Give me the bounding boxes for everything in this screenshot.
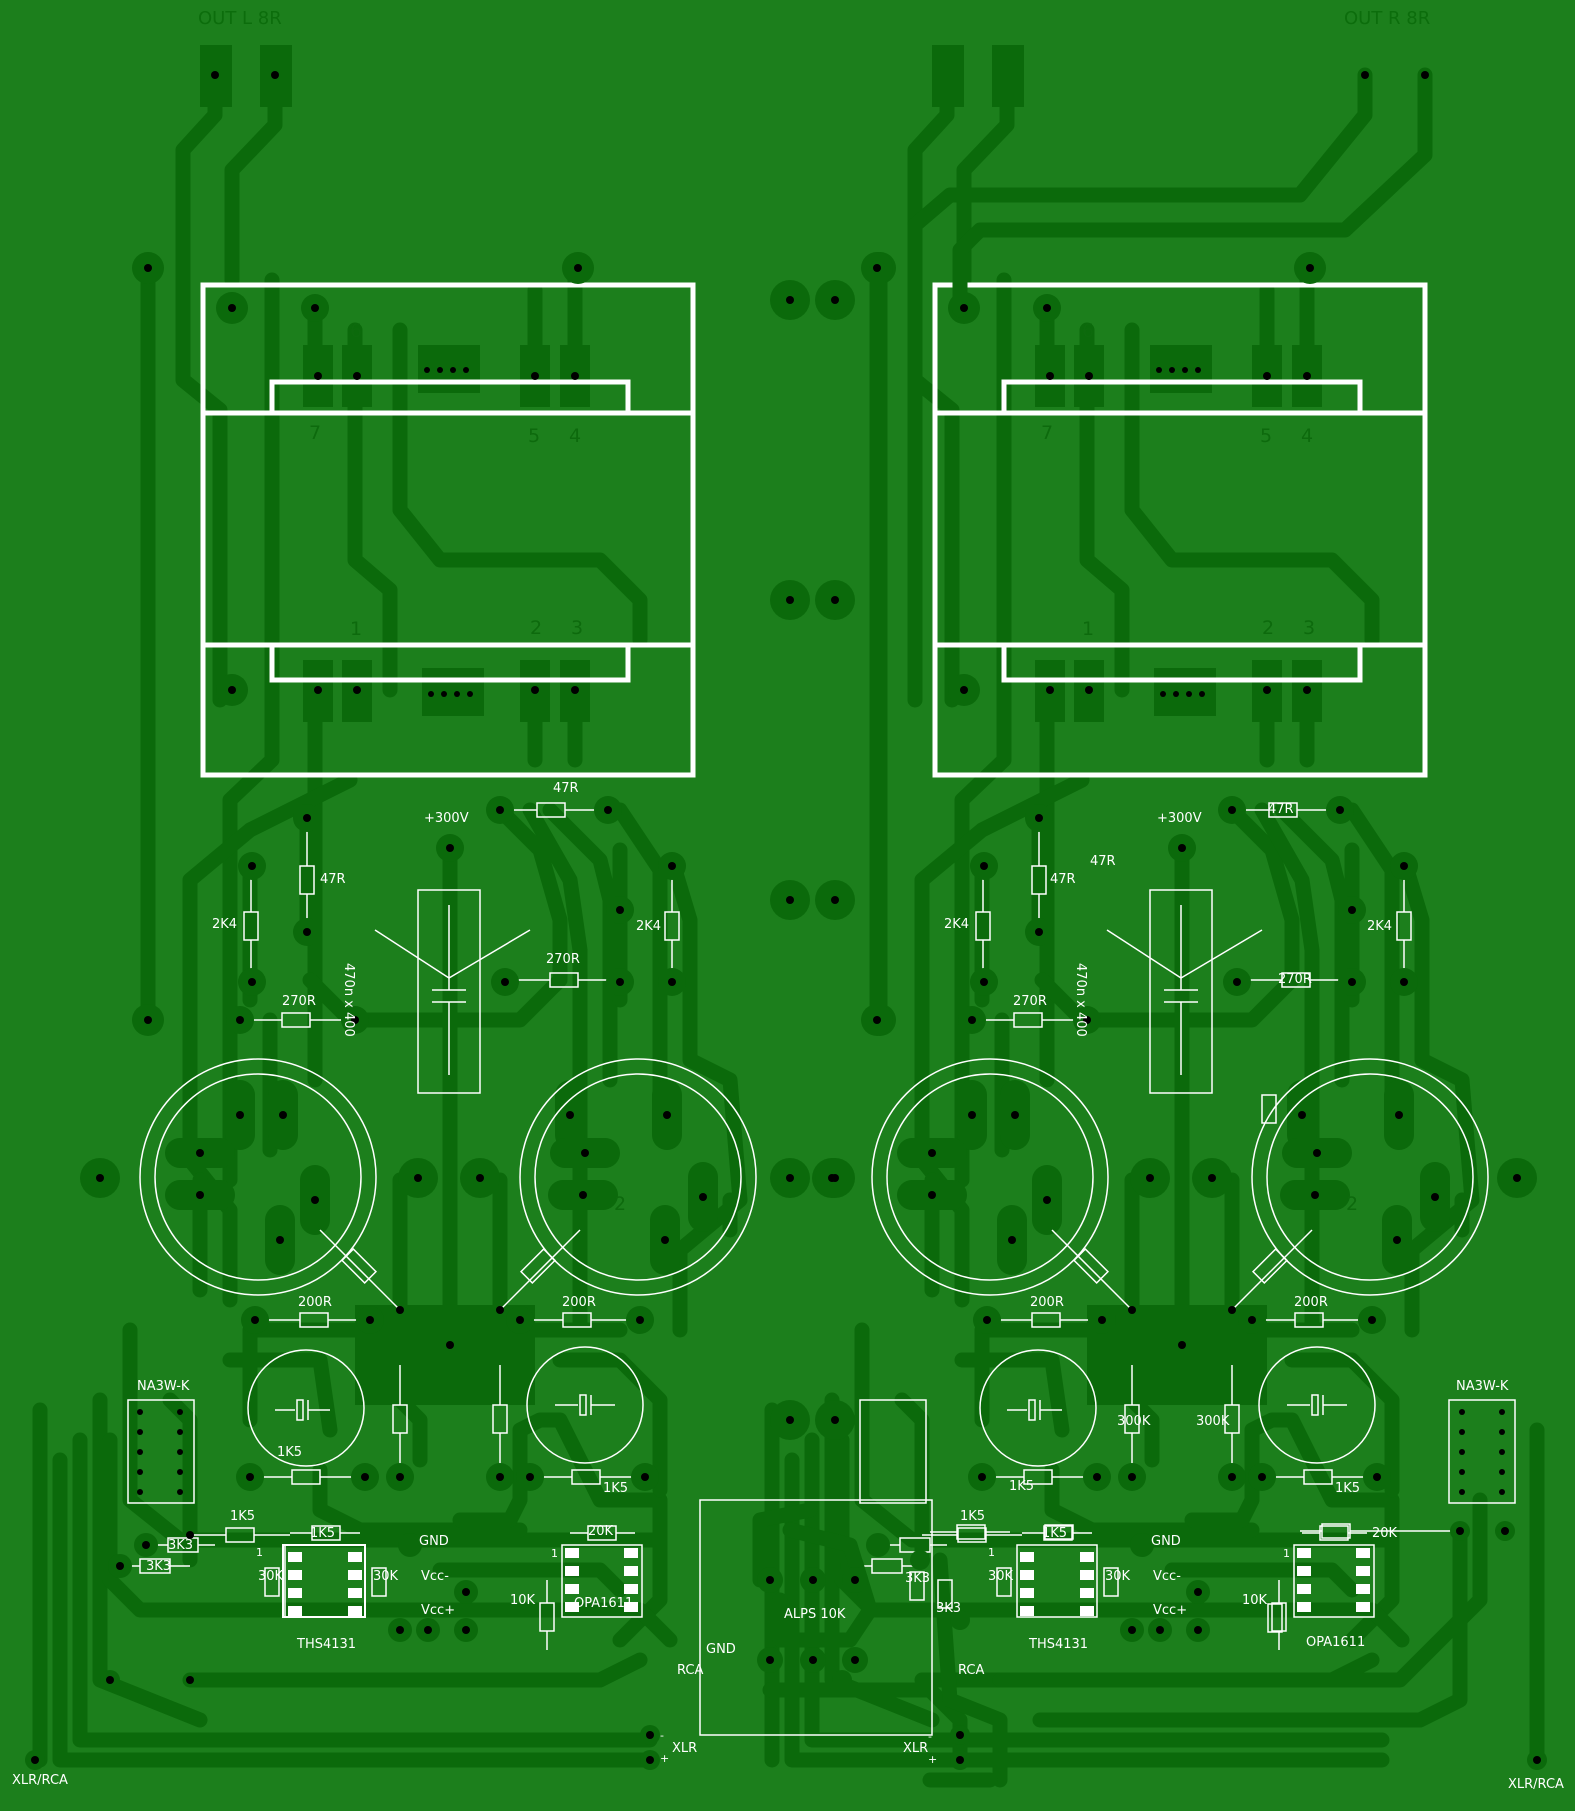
r-r20k: 20K: [1372, 1526, 1398, 1541]
l-r200-left: 200R: [298, 1295, 332, 1310]
left-channel-layout: [40, 45, 756, 1760]
l-r47-top: 47R: [553, 781, 579, 796]
r-r1k5-right: 1K5: [1335, 1481, 1361, 1496]
corner-bottom-right-label: XLR/RCA: [1508, 1777, 1564, 1792]
xlr-left-plus: +: [660, 1752, 670, 1765]
r-r47-side: 47R: [1050, 872, 1076, 887]
xlr-right-plus: +: [928, 1753, 938, 1766]
xfmr-r-pin6: 6: [1082, 320, 1095, 342]
r-r300k-a: 300K: [1117, 1414, 1151, 1429]
r-r3k3-a: 3K3: [905, 1571, 931, 1586]
r-r1k5-b: 1K5: [1042, 1526, 1068, 1541]
r-r30k-b: 30K: [1105, 1569, 1131, 1584]
r-r2k4-right: 2K4: [1367, 919, 1393, 934]
l-vccpos-label: Vcc+: [421, 1603, 456, 1618]
r-opa1611-label: OPA1611: [1306, 1635, 1366, 1650]
l-r270-right: 270R: [546, 952, 580, 967]
l-r200-right: 200R: [562, 1295, 596, 1310]
r-r47-top: 47R: [1268, 802, 1294, 817]
alps-pot-label: ALPS 10K: [784, 1607, 846, 1622]
l-pin1-b: 1: [551, 1547, 558, 1560]
r-r270-left: 270R: [1013, 994, 1047, 1009]
xfmr-r-pin3: 3: [1303, 617, 1316, 639]
center-gnd-label: GND: [706, 1642, 736, 1657]
xfmr-l-pin1: 1: [350, 618, 363, 640]
r-r270-right: 270R: [1278, 972, 1312, 987]
l-r1k5-a: 1K5: [230, 1509, 256, 1524]
r-pin1-a: 1: [988, 1546, 995, 1559]
r-gnd-label: GND: [1151, 1534, 1181, 1549]
l-hv-label: +300V: [424, 811, 469, 826]
r-r47-extra: 47R: [1090, 854, 1116, 869]
l-tube2-label: 2: [614, 1193, 627, 1215]
r-tube2-label: 2: [1346, 1193, 1359, 1215]
l-r10k: 10K: [510, 1593, 536, 1608]
l-r2k4-left: 2K4: [212, 917, 238, 932]
l-r47-side: 47R: [320, 872, 346, 887]
xfmr-l-pin4: 4: [569, 425, 582, 447]
l-r30k-b: 30K: [373, 1569, 399, 1584]
r-hv-label: +300V: [1157, 811, 1202, 826]
xfmr-l-pin2: 2: [530, 617, 543, 639]
l-pin1-a: 1: [256, 1546, 263, 1559]
output-left-label: OUT L 8R: [198, 8, 282, 29]
l-r1k5-right: 1K5: [603, 1481, 629, 1496]
l-r20k: 20K: [588, 1524, 614, 1539]
xlr-right-minus: -: [928, 1730, 932, 1743]
l-r3k3-a: 3K3: [168, 1538, 194, 1553]
xlr-left-minus: -: [660, 1729, 664, 1742]
output-right-label: OUT R 8R: [1344, 8, 1431, 29]
xfmr-l-pin6: 6: [350, 320, 363, 342]
r-r3k3-b: 3K3: [936, 1601, 962, 1616]
l-r30k-a: 30K: [258, 1569, 284, 1584]
xfmr-r-pin1: 1: [1082, 618, 1095, 640]
r-r200-right: 200R: [1294, 1295, 1328, 1310]
l-r1k5-b: 1K5: [310, 1526, 336, 1541]
xfmr-l-pin5: 5: [528, 425, 541, 447]
xlr-left-label: XLR: [672, 1741, 698, 1756]
l-cap-470n: 470n x 400: [341, 963, 356, 1037]
r-r1k5-left: 1K5: [1009, 1479, 1035, 1494]
xfmr-r-pin7: 7: [1041, 422, 1054, 444]
l-vccneg-label: Vcc-: [421, 1569, 449, 1584]
xfmr-r-pin4: 4: [1301, 425, 1314, 447]
r-vccneg-label: Vcc-: [1153, 1569, 1181, 1584]
corner-bottom-left-label: XLR/RCA: [12, 1773, 68, 1788]
l-opa1611-label: OPA1611: [574, 1596, 634, 1611]
l-r270-left: 270R: [282, 994, 316, 1009]
r-cap-470n: 470n x 400: [1073, 963, 1088, 1037]
l-r1k5-left: 1K5: [277, 1445, 303, 1460]
ths4131-left: [282, 1544, 366, 1618]
l-ths4131-label: THS4131: [297, 1637, 357, 1652]
l-r3k3-b: 3K3: [146, 1559, 172, 1574]
r-ths4131-label: THS4131: [1029, 1637, 1089, 1652]
r-r200-left: 200R: [1030, 1295, 1064, 1310]
xfmr-l-pin7: 7: [309, 422, 322, 444]
r-r10k: 10K: [1242, 1593, 1268, 1608]
xfmr-r-pin5: 5: [1260, 425, 1273, 447]
l-na3w-label: NA3W-K: [137, 1379, 190, 1394]
l-r2k4-right: 2K4: [636, 919, 662, 934]
xfmr-r-pin2: 2: [1262, 617, 1275, 639]
r-r1k5-a: 1K5: [960, 1509, 986, 1524]
xlr-right-label: XLR: [903, 1741, 929, 1756]
l-gnd-label: GND: [419, 1534, 449, 1549]
r-pin1-b: 1: [1283, 1547, 1290, 1560]
xfmr-l-pin3: 3: [571, 617, 584, 639]
r-r30k-a: 30K: [988, 1569, 1014, 1584]
r-na3w-label: NA3W-K: [1456, 1379, 1509, 1394]
r-r300k-b: 300K: [1196, 1414, 1230, 1429]
rca-left-label: RCA: [677, 1663, 704, 1678]
rca-right-label: RCA: [958, 1663, 985, 1678]
r-r2k4-left: 2K4: [944, 917, 970, 932]
r-vccpos-label: Vcc+: [1153, 1603, 1188, 1618]
